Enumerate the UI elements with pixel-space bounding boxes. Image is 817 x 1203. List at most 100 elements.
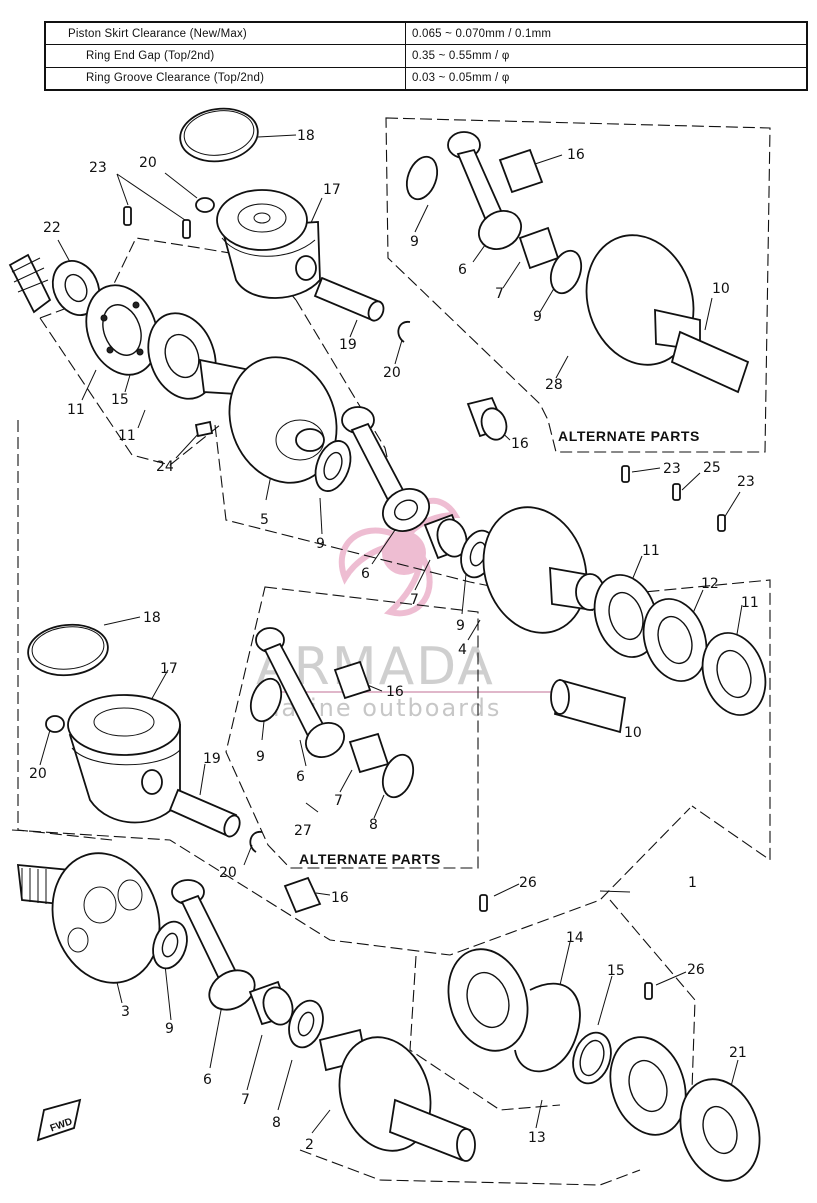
washer-9-top	[314, 440, 352, 492]
callout-8: 8	[272, 1115, 281, 1131]
callout-28: 28	[545, 377, 563, 393]
bearing-low-left	[447, 948, 529, 1052]
callout-24: 24	[156, 459, 174, 475]
needle-bearing-16-low	[283, 876, 322, 914]
callout-20: 20	[139, 155, 157, 171]
piston-pin-mid	[168, 788, 241, 838]
callout-1: 1	[688, 875, 697, 891]
callout-6: 6	[296, 769, 305, 785]
callout-6: 6	[361, 566, 370, 582]
spec-value: 0.35 ~ 0.55mm / φ	[405, 44, 808, 68]
callout-16: 16	[331, 890, 349, 906]
washer-8-low	[288, 999, 324, 1049]
callout-17: 17	[160, 661, 178, 677]
callout-15: 15	[607, 963, 625, 979]
alternate-parts-label-top: ALTERNATE PARTS	[558, 428, 700, 444]
piston-pin-top	[313, 276, 385, 322]
alt-conrod-mid	[249, 627, 415, 799]
conrod-low	[171, 879, 256, 1011]
callout-23: 23	[737, 474, 755, 490]
circlip-mid-right	[249, 831, 263, 853]
callout-10: 10	[624, 725, 642, 741]
callout-13: 13	[528, 1130, 546, 1146]
callout-16: 16	[567, 147, 585, 163]
callout-14: 14	[566, 930, 584, 946]
callout-numbers: 18 20 23 17 16 22 9 6 7 9 10 19 20 11 15…	[29, 128, 759, 1153]
callout-19: 19	[203, 751, 221, 767]
crank-wheel-2	[318, 1028, 476, 1162]
callout-11: 11	[118, 428, 136, 444]
oil-seal-21	[679, 1078, 761, 1182]
conrod-top	[341, 406, 430, 532]
callout-7: 7	[334, 793, 343, 809]
callout-21: 21	[729, 1045, 747, 1061]
callout-9: 9	[165, 1021, 174, 1037]
leader-lines	[39, 134, 743, 1134]
piston-top	[216, 189, 321, 299]
callout-6: 6	[458, 262, 467, 278]
callout-26: 26	[519, 875, 537, 891]
callout-12: 12	[701, 576, 719, 592]
circlip-right-top	[397, 321, 411, 343]
key-24	[194, 420, 214, 438]
circlip-top	[195, 197, 215, 213]
callout-15: 15	[111, 392, 129, 408]
circlip-mid	[45, 715, 65, 733]
callout-16: 16	[511, 436, 529, 452]
callout-2: 2	[305, 1137, 314, 1153]
washer-9-low	[152, 920, 188, 970]
o-ring-15	[572, 1031, 612, 1085]
bearing-11-top	[85, 284, 159, 376]
alt-conrod-top	[405, 131, 583, 295]
spec-row: Ring End Gap (Top/2nd) 0.35 ~ 0.55mm / φ	[44, 44, 808, 68]
callout-9: 9	[256, 749, 265, 765]
piston-mid	[67, 694, 181, 824]
callout-19: 19	[339, 337, 357, 353]
specification-table: Piston Skirt Clearance (New/Max) 0.065 ~…	[44, 21, 808, 91]
callout-6: 6	[203, 1072, 212, 1088]
spec-value: 0.03 ~ 0.05mm / φ	[405, 66, 808, 91]
spec-row: Piston Skirt Clearance (New/Max) 0.065 ~…	[44, 21, 808, 46]
callout-4: 4	[458, 642, 467, 658]
spec-value: 0.065 ~ 0.070mm / 0.1mm	[405, 21, 808, 46]
callout-22: 22	[43, 220, 61, 236]
callout-16: 16	[386, 684, 404, 700]
seal-12	[642, 598, 708, 682]
callout-20: 20	[219, 865, 237, 881]
needle-bearing-7-low	[248, 980, 294, 1026]
callout-5: 5	[260, 512, 269, 528]
dowel-pins-low	[479, 894, 653, 1000]
alternate-parts-label-mid: ALTERNATE PARTS	[299, 851, 441, 867]
crankshaft-top	[147, 312, 338, 484]
callout-11: 11	[67, 402, 85, 418]
callout-20: 20	[29, 766, 47, 782]
callout-3: 3	[121, 1004, 130, 1020]
callout-11: 11	[741, 595, 759, 611]
piston-ring-top	[179, 107, 259, 163]
callout-9: 9	[410, 234, 419, 250]
callout-7: 7	[410, 592, 419, 608]
needle-bearing-7	[423, 513, 468, 560]
callout-18: 18	[297, 128, 315, 144]
dowel-pins-right	[621, 465, 726, 532]
callout-9: 9	[456, 618, 465, 634]
callout-9: 9	[316, 536, 325, 552]
bearing-low-right	[609, 1036, 687, 1136]
callout-23: 23	[89, 160, 107, 176]
callout-27: 27	[294, 823, 312, 839]
dowel-pins-top	[123, 206, 191, 239]
callout-9: 9	[533, 309, 542, 325]
bearing-11-right	[701, 632, 767, 716]
alt-crank-wheel-28	[585, 234, 750, 394]
callout-10: 10	[712, 281, 730, 297]
piston-ring-mid	[27, 623, 109, 677]
callout-18: 18	[143, 610, 161, 626]
spec-label: Ring Groove Clearance (Top/2nd)	[44, 66, 406, 91]
spec-row: Ring Groove Clearance (Top/2nd) 0.03 ~ 0…	[44, 66, 808, 91]
callout-8: 8	[369, 817, 378, 833]
fwd-arrow: FWD	[36, 1098, 82, 1142]
callout-7: 7	[495, 286, 504, 302]
callout-20: 20	[383, 365, 401, 381]
shaft-10-mid	[550, 678, 627, 734]
callout-17: 17	[323, 182, 341, 198]
